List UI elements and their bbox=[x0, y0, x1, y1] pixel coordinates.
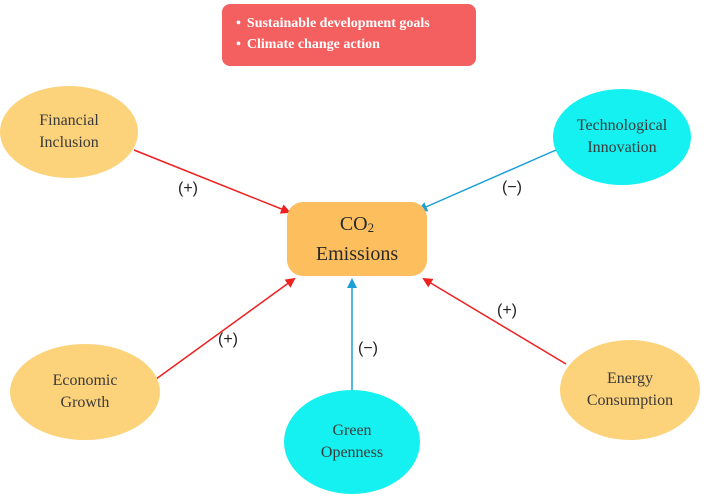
edge-economic-growth bbox=[151, 277, 296, 383]
goal-item: Sustainable development goals bbox=[236, 13, 476, 34]
technological-innovation-node: Technological Innovation bbox=[553, 89, 691, 185]
energy-consumption-node: Energy Consumption bbox=[560, 340, 700, 440]
edge-technological-innovation bbox=[417, 149, 557, 212]
goals-box: Sustainable development goals Climate ch… bbox=[222, 4, 476, 66]
sign-economic-growth: (+) bbox=[218, 331, 238, 348]
goal-item: Climate change action bbox=[236, 34, 476, 55]
sign-technological-innovation: (−) bbox=[502, 179, 522, 196]
economic-growth-node: Economic Growth bbox=[10, 344, 160, 440]
financial-inclusion-node: Financial Inclusion bbox=[0, 86, 138, 178]
co2-emissions-node: CO2 Emissions bbox=[287, 202, 427, 276]
sign-financial-inclusion: (+) bbox=[178, 180, 198, 197]
edge-financial-inclusion bbox=[133, 149, 291, 214]
green-openness-node: Green Openness bbox=[284, 390, 420, 494]
sign-green-openness: (−) bbox=[358, 340, 378, 357]
center-line-1: CO2 bbox=[339, 213, 375, 235]
sign-energy-consumption: (+) bbox=[497, 302, 517, 319]
center-line-2: Emissions bbox=[315, 243, 399, 265]
goals-list: Sustainable development goals Climate ch… bbox=[236, 13, 476, 55]
edge-energy-consumption bbox=[422, 277, 567, 365]
